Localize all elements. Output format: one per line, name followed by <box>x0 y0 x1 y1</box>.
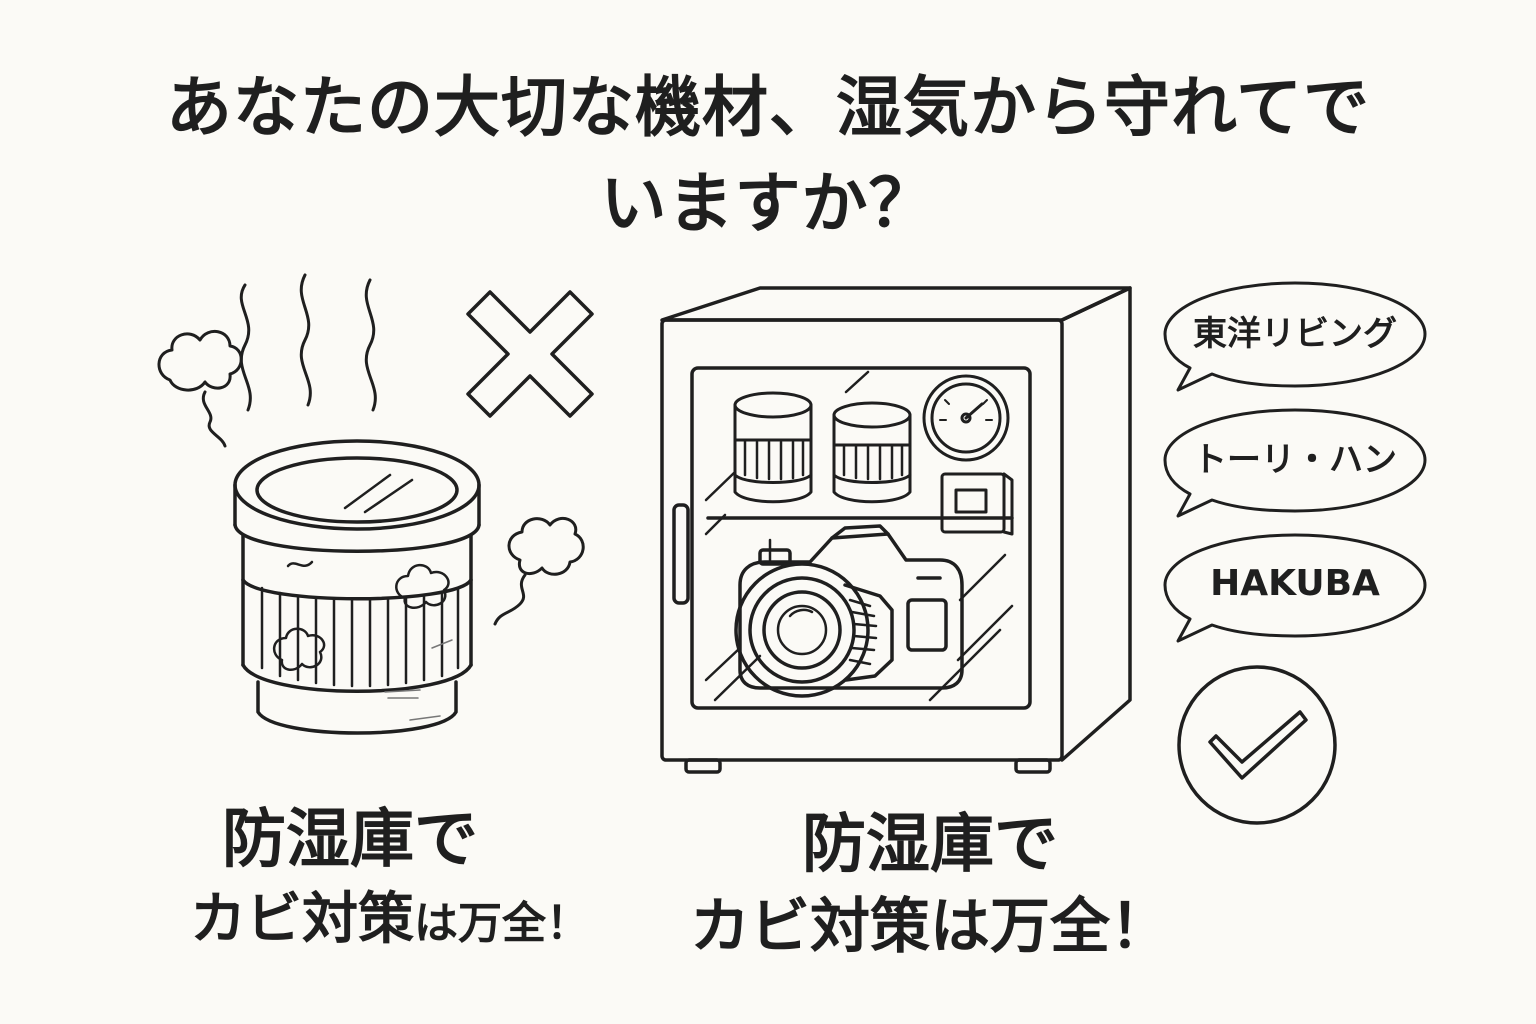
left-caption-line-1: 防湿庫で <box>222 803 478 877</box>
brand-label-hakuba: HAKUBA <box>1210 563 1380 604</box>
headline-line-2: いますか？ <box>600 165 936 242</box>
brand-bubble <box>1163 408 1427 518</box>
dehumidifier-icon <box>940 472 1014 536</box>
moldy-lens-icon <box>233 439 481 735</box>
mold-cloud-icon <box>157 330 243 448</box>
left-caption-line-2: カビ対策は万全！ <box>140 885 640 959</box>
hygrometer-icon <box>922 374 1010 462</box>
mold-cloud-icon <box>493 516 585 626</box>
left-caption-main: カビ対策 <box>190 887 414 952</box>
brand-bubble <box>1163 533 1427 643</box>
right-caption-line-2: カビ対策は万全！ <box>690 892 1170 962</box>
brand-label-toli-han: トーリ・ハン <box>1193 440 1397 480</box>
headline: あなたの大切な機材、湿気から守れてで いますか？ <box>0 60 1536 252</box>
camera-icon <box>734 524 964 698</box>
left-caption-small: は万全！ <box>414 898 590 949</box>
right-caption-line-1: 防湿庫で <box>802 808 1058 882</box>
brand-bubble <box>1163 281 1427 392</box>
lens-icon <box>733 391 813 504</box>
dry-cabinet-icon <box>660 286 1132 774</box>
check-icon <box>1177 665 1337 825</box>
headline-line-1: あなたの大切な機材、湿気から守れてで <box>165 69 1371 146</box>
cross-icon <box>466 290 594 418</box>
steam-icon <box>239 273 377 412</box>
lens-icon <box>832 401 912 504</box>
brand-label-toyo-living: 東洋リビング <box>1193 314 1397 354</box>
